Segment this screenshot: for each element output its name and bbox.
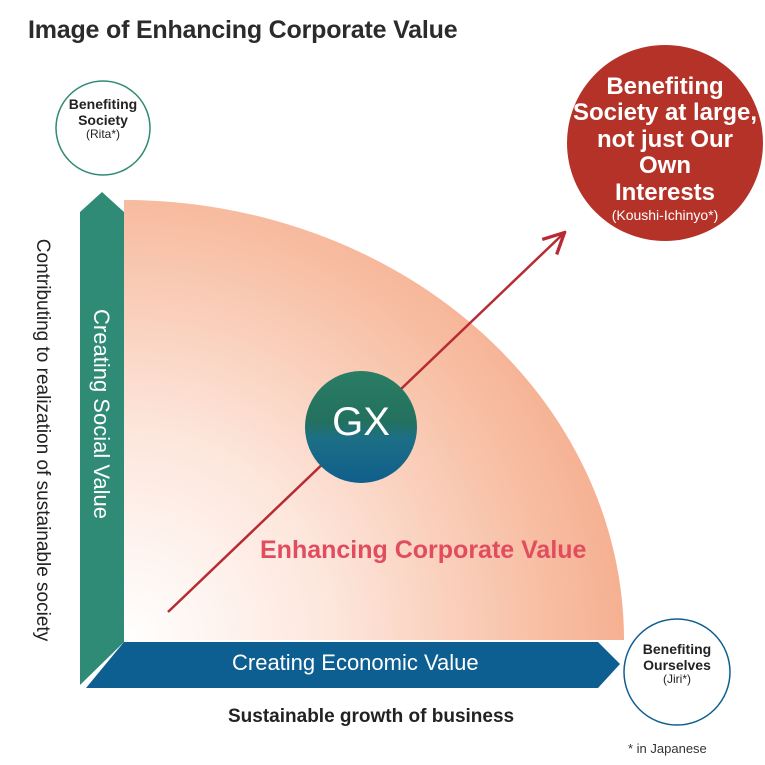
enhancing-corporate-value-label: Enhancing Corporate Value <box>260 536 587 564</box>
benefiting-society-at-large-circle <box>567 45 763 241</box>
benefiting-society-circle <box>55 80 151 176</box>
footnote: * in Japanese <box>628 741 707 756</box>
creating-economic-value-label: Creating Economic Value <box>232 650 479 675</box>
benefiting-society-at-large-label: Benefiting Society at large, not just Ou… <box>572 73 758 223</box>
y-axis-label: Contributing to realization of sustainab… <box>32 238 53 642</box>
benefiting-ourselves-label: Benefiting Ourselves (Jiri*) <box>642 641 712 687</box>
gx-label: GX <box>332 400 390 444</box>
gx-circle <box>305 371 417 483</box>
social-value-bar <box>80 192 124 685</box>
economic-value-bar <box>86 642 620 688</box>
benefiting-society-label: Benefiting Society (Rita*) <box>68 96 138 142</box>
benefiting-ourselves-circle <box>623 618 731 726</box>
x-axis-label: Sustainable growth of business <box>228 706 515 727</box>
diagram-title: Image of Enhancing Corporate Value <box>28 16 458 44</box>
creating-social-value-label: Creating Social Value <box>89 309 114 519</box>
